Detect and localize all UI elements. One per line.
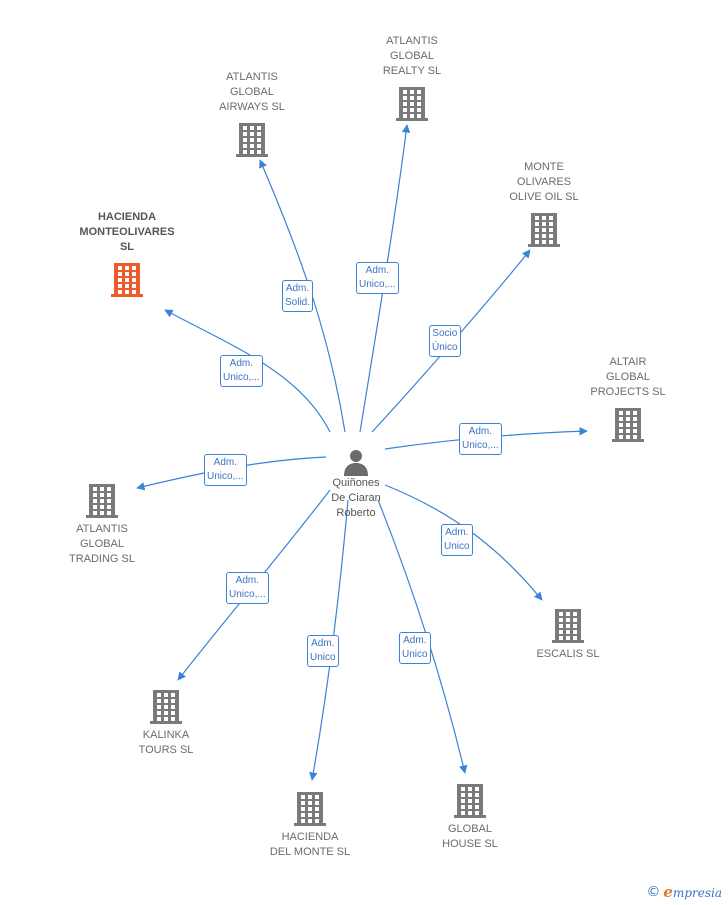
edge-label-line: Adm. xyxy=(311,638,335,649)
edge-global-house xyxy=(377,499,468,774)
edge-label-escalis[interactable]: Adm. Unico xyxy=(441,524,473,556)
edge-label-global-house[interactable]: Adm. Unico xyxy=(399,632,431,664)
edge-label-line: Único xyxy=(432,342,458,353)
edge-label-atlantis-global-realty[interactable]: Adm. Unico,... xyxy=(356,262,399,294)
copyright-icon: © xyxy=(646,884,661,900)
company-node-global-house[interactable]: GLOBAL HOUSE SL xyxy=(424,782,516,852)
company-name-line: ESCALIS SL xyxy=(536,648,600,660)
edge-atlantis-global-airways xyxy=(259,159,346,433)
brand-name: mpresia xyxy=(672,886,722,900)
edge-label-atlantis-global-airways[interactable]: Adm. Solid. xyxy=(282,280,314,312)
company-node-atlantis-global-airways[interactable]: ATLANTIS GLOBAL AIRWAYS SL xyxy=(200,70,304,157)
building-icon xyxy=(294,792,326,826)
company-name-line: ALTAIR xyxy=(609,356,647,368)
edge-label-line: Unico xyxy=(402,649,428,660)
edge-label-atlantis-global-trading[interactable]: Adm. Unico,... xyxy=(204,454,247,486)
edge-label-line: Unico,... xyxy=(229,589,266,600)
edge-label-kalinka-tours[interactable]: Adm. Unico,... xyxy=(226,572,269,604)
building-icon xyxy=(111,263,143,297)
edge-label-hacienda-monteolivares[interactable]: Adm. Unico,... xyxy=(220,355,263,387)
company-name-line: PROJECTS SL xyxy=(590,386,666,398)
company-name-line: GLOBAL xyxy=(605,371,651,383)
company-name-line: HACIENDA xyxy=(281,831,339,843)
company-name-line: DEL MONTE SL xyxy=(269,846,351,858)
edge-label-line: Adm. xyxy=(468,426,493,437)
company-node-hacienda-del-monte[interactable]: HACIENDA DEL MONTE SL xyxy=(250,790,370,860)
edge-label-line: Adm. xyxy=(403,635,427,646)
center-person[interactable]: Quiñones De Ciaran Roberto xyxy=(318,448,394,521)
edge-label-line: Unico,... xyxy=(462,440,499,451)
company-name-line: HOUSE SL xyxy=(442,838,498,850)
company-name-line: GLOBAL xyxy=(229,86,275,98)
company-name-line: MONTEOLIVARES xyxy=(79,226,175,238)
company-node-atlantis-global-trading[interactable]: ATLANTIS GLOBAL TRADING SL xyxy=(54,482,150,567)
building-icon xyxy=(396,87,428,121)
company-name-line: ATLANTIS xyxy=(386,35,438,47)
company-name-line: KALINKA xyxy=(142,729,190,741)
edge-label-line: Unico,... xyxy=(359,279,396,290)
edge-label-line: Adm. xyxy=(365,265,390,276)
edge-escalis xyxy=(384,484,543,601)
company-node-kalinka-tours[interactable]: KALINKA TOURS SL xyxy=(118,688,214,758)
company-name-line: TOURS SL xyxy=(138,744,194,756)
company-name-line: TRADING SL xyxy=(68,553,135,565)
company-name-line: ATLANTIS xyxy=(76,523,128,535)
edge-label-line: Socio xyxy=(432,328,458,339)
edge-label-line: Unico,... xyxy=(207,471,244,482)
person-name-line-1: Quiñones xyxy=(332,477,380,489)
company-node-escalis[interactable]: ESCALIS SL xyxy=(520,607,616,662)
person-icon xyxy=(344,450,368,476)
company-name-line: GLOBAL xyxy=(447,823,493,835)
building-icon xyxy=(236,123,268,157)
company-name-line: SL xyxy=(119,241,135,253)
company-name-line: GLOBAL xyxy=(79,538,125,550)
company-name-line: OLIVARES xyxy=(516,176,572,188)
edge-label-hacienda-del-monte[interactable]: Adm. Unico xyxy=(307,635,339,667)
edge-label-altair-global-projects[interactable]: Adm. Unico,... xyxy=(459,423,502,455)
company-node-altair-global-projects[interactable]: ALTAIR GLOBAL PROJECTS SL xyxy=(576,355,680,442)
edge-label-line: Solid. xyxy=(285,297,311,308)
edge-label-line: Unico xyxy=(310,652,336,663)
company-name-line: AIRWAYS SL xyxy=(219,101,285,113)
building-icon xyxy=(454,784,486,818)
edge-label-line: Adm. xyxy=(445,527,469,538)
company-node-hacienda-monteolivares[interactable]: HACIENDA MONTEOLIVARES SL xyxy=(66,210,188,297)
building-icon xyxy=(86,484,118,518)
building-icon xyxy=(150,690,182,724)
edge-label-line: Adm. xyxy=(213,457,238,468)
building-icon xyxy=(552,609,584,643)
company-node-monte-olivares-olive-oil[interactable]: MONTE OLIVARES OLIVE OIL SL xyxy=(496,160,592,247)
person-name-line-3: Roberto xyxy=(336,507,376,519)
company-name-line: MONTE xyxy=(524,161,564,173)
company-node-atlantis-global-realty[interactable]: ATLANTIS GLOBAL REALTY SL xyxy=(362,34,462,121)
empresia-watermark[interactable]: © empresia xyxy=(646,883,722,901)
edge-label-line: Adm. xyxy=(285,283,310,294)
edge-label-line: Adm. xyxy=(235,575,260,586)
building-icon xyxy=(612,408,644,442)
company-name-line: GLOBAL xyxy=(389,50,435,62)
person-name-line-2: De Ciaran xyxy=(331,492,381,504)
edge-label-line: Adm. xyxy=(229,358,254,369)
company-name-line: REALTY SL xyxy=(382,65,442,77)
edge-label-line: Unico xyxy=(444,541,470,552)
company-name-line: OLIVE OIL SL xyxy=(509,191,579,203)
company-name-line: ATLANTIS xyxy=(226,71,278,83)
building-icon xyxy=(528,213,560,247)
brand-initial: e xyxy=(663,883,673,901)
company-name-line: HACIENDA xyxy=(97,211,157,223)
edge-label-line: Unico,... xyxy=(223,372,260,383)
